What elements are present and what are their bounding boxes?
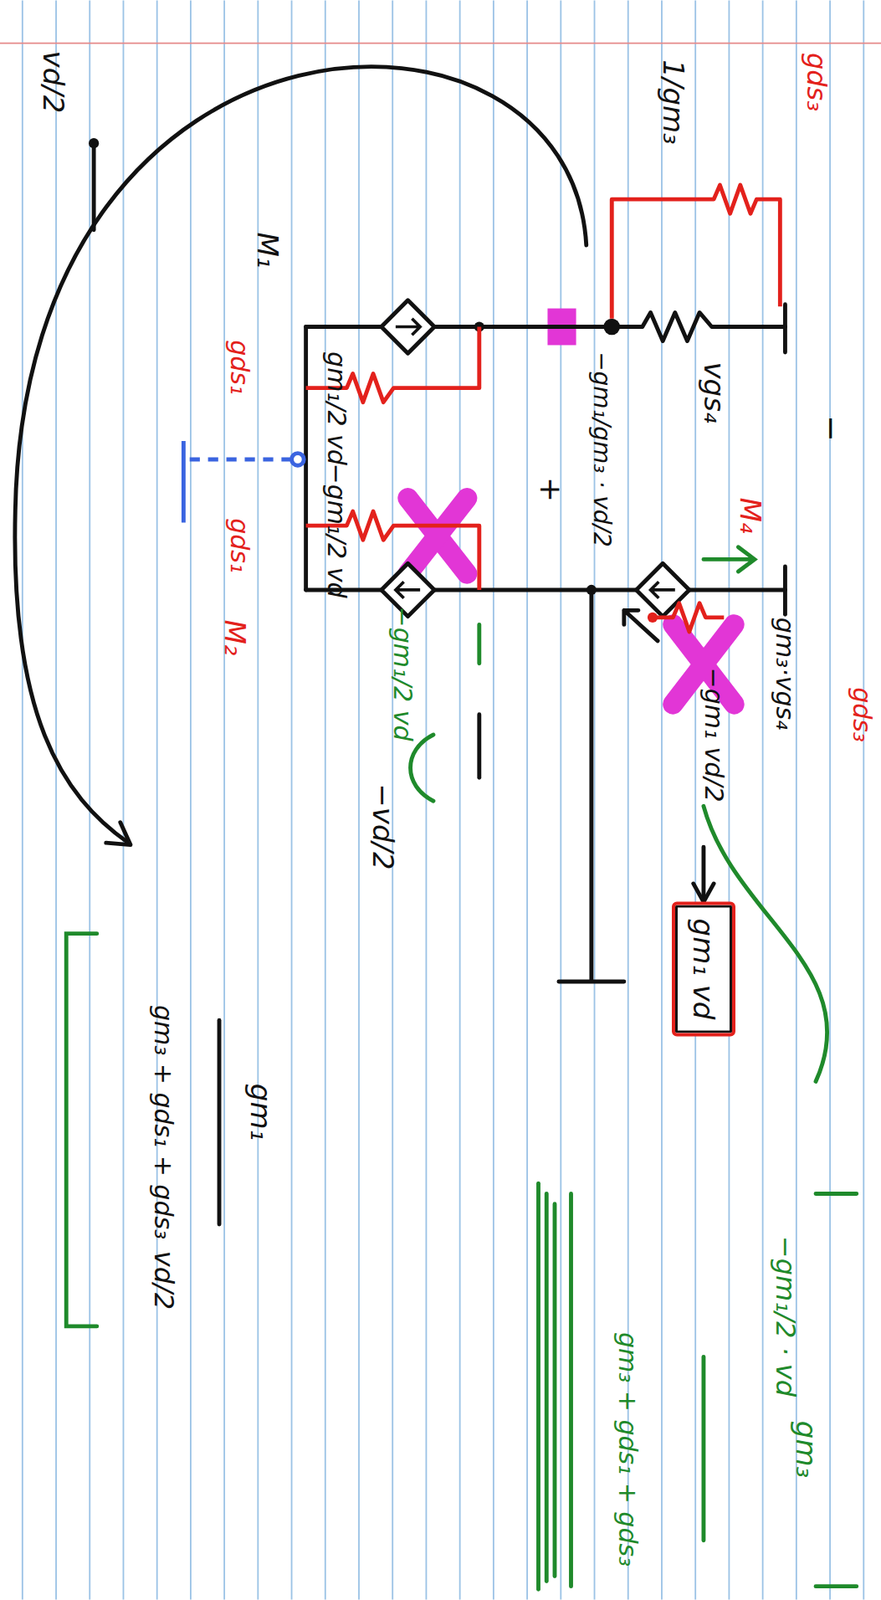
signal-name: vd/2 [148,1250,178,1310]
gain-expression: −gm₁/2 · vd [770,1235,800,1397]
wire [15,66,786,1225]
source-label: −gm₁/gm₃ · vd/2 [589,351,615,548]
signal-name: vd/2 [37,50,69,113]
erase-mark [408,497,735,704]
resistor-label: gds₁ [225,339,254,395]
polarity-mark: − [813,414,849,442]
node-dot [604,318,621,336]
highlight-box: gm₁ vd [671,901,736,1037]
node-dot [647,612,658,623]
resistor-label: 1/gm₃ [657,59,689,144]
resistor-label: gds₁ [225,517,254,574]
source-label: −gm₁ vd/2 [700,666,728,802]
polarity-mark: + [533,476,568,502]
source-label: gm₃·vgs₄ [771,617,800,730]
fraction-numerator: gm₁ [244,1083,276,1141]
source-arrow [395,318,676,599]
resistor-label: gds₃ [847,686,876,743]
device-name: M₁ [251,231,283,268]
source-label: −gm₁/2 vd [389,605,417,741]
source-label: −gm₁/2 vd [322,463,351,599]
signal-name: vgs₄ [697,362,729,424]
resistor-label: gds₃ [800,51,830,111]
node-dot [586,584,597,595]
fraction-denominator: gm₃ + gds₁ + gds₃ [149,1004,178,1240]
fraction-numerator: gm₃ [789,1419,821,1477]
notebook-lines [22,0,864,1600]
device-name: M₄ [733,496,765,533]
node-dot [88,138,99,149]
fraction-denominator: gm₃ + gds₁ + gds₃ [613,1331,641,1566]
box-text: gm₁ vd [686,918,721,1020]
source-label: gm₁/2 vd [322,351,351,466]
device-name: M₂ [219,619,251,656]
resistor-symbol [306,184,781,632]
ground-symbol [183,440,304,523]
current-source-symbol [381,300,690,617]
margin-line [0,42,881,45]
signal-name: −vd/2 [366,783,398,870]
annotation-mark [66,547,857,1590]
